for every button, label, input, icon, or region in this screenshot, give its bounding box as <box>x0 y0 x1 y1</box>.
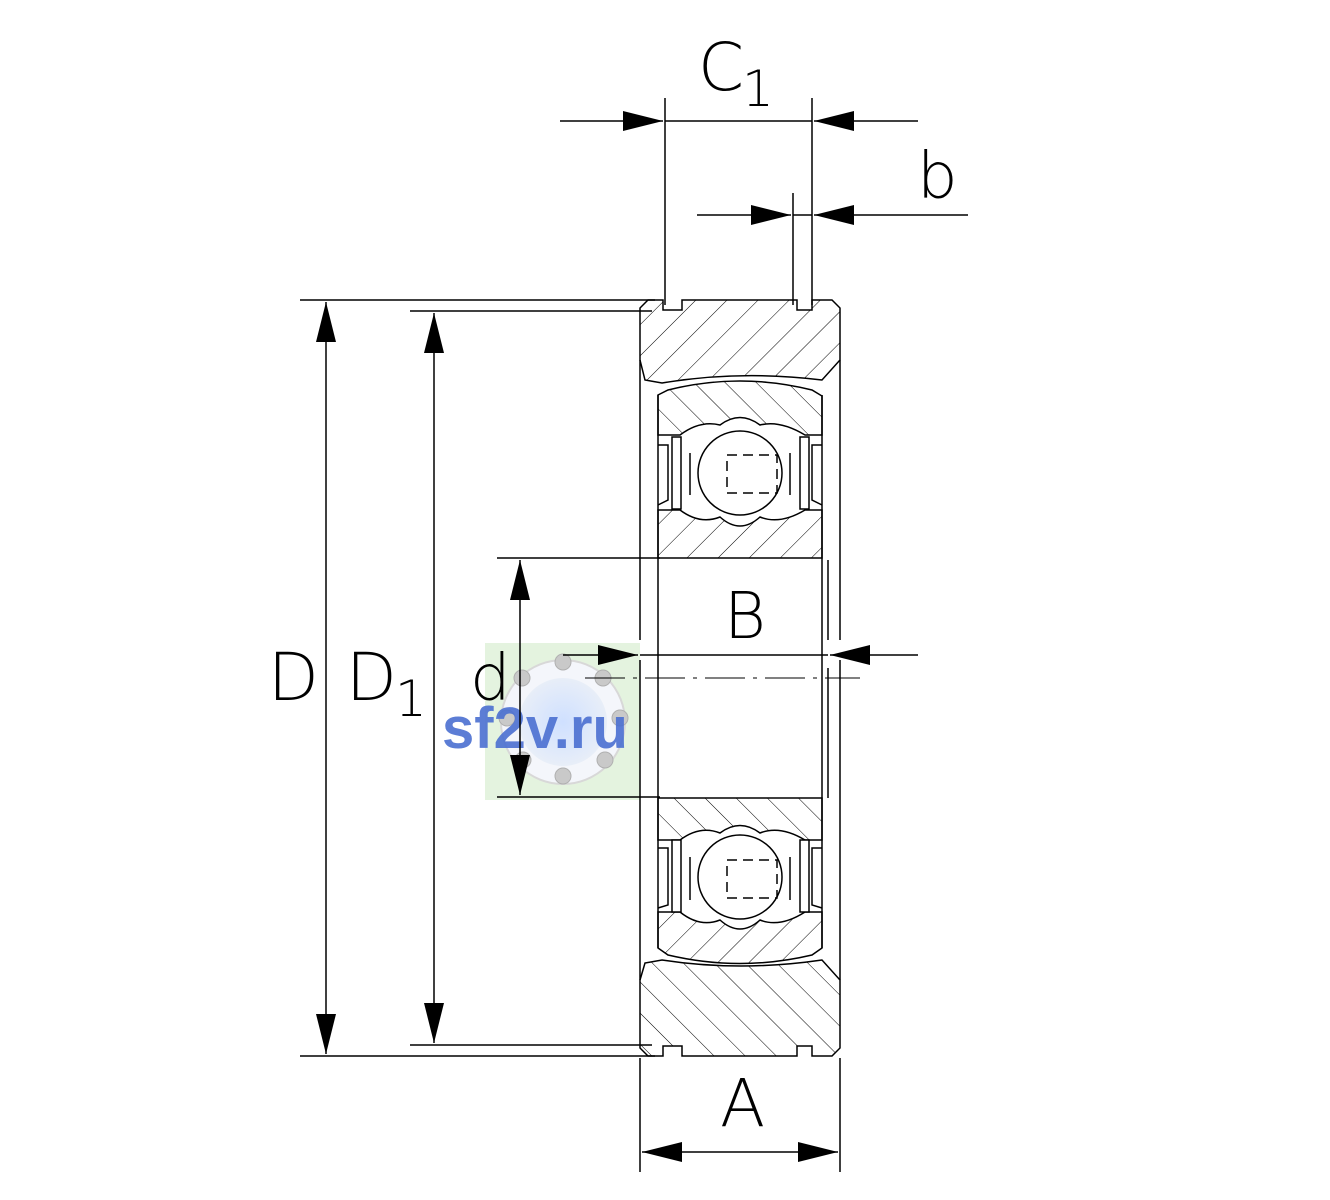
inner-ring-top <box>657 509 823 559</box>
seal-top-left <box>671 436 682 510</box>
ball-bottom <box>697 834 783 920</box>
label-b-width: B <box>724 580 766 654</box>
label-c1-sub: 1 <box>742 60 774 118</box>
outer-ring-top <box>639 299 841 384</box>
seal-bottom-right <box>799 839 810 913</box>
label-d1: D <box>346 639 397 716</box>
ball-bottom-mark <box>726 859 778 899</box>
outer-ring-bottom <box>639 959 841 1057</box>
label-b-small: b <box>917 140 958 214</box>
seal-top-left-lip <box>657 444 669 506</box>
seal-top-right <box>799 436 810 510</box>
seal-bottom-left <box>671 839 682 913</box>
inner-ring-bottom <box>657 797 823 841</box>
label-a: A <box>720 1065 765 1142</box>
ball-top <box>697 430 783 516</box>
outer-race-bottom <box>657 911 823 965</box>
seal-bottom-right-lip <box>811 847 823 909</box>
bearing-cross-section <box>639 299 841 1057</box>
outer-race-top <box>657 380 823 436</box>
dimensions <box>300 98 968 1172</box>
cage-top <box>689 453 791 495</box>
label-d-outer: D <box>268 639 319 716</box>
ball-top-mark <box>726 454 778 494</box>
seal-top-right-lip <box>811 444 823 506</box>
watermark-center-icon <box>519 678 607 766</box>
dimension-labels: C 1 b D D 1 d B A <box>268 29 958 1142</box>
label-d-inner: d <box>470 642 511 716</box>
label-c1: C <box>698 29 744 106</box>
cage-bottom <box>689 857 791 900</box>
watermark-text: sf2v.ru <box>442 696 628 761</box>
label-d1-sub: 1 <box>395 670 427 728</box>
seal-bottom-left-lip <box>657 847 669 909</box>
